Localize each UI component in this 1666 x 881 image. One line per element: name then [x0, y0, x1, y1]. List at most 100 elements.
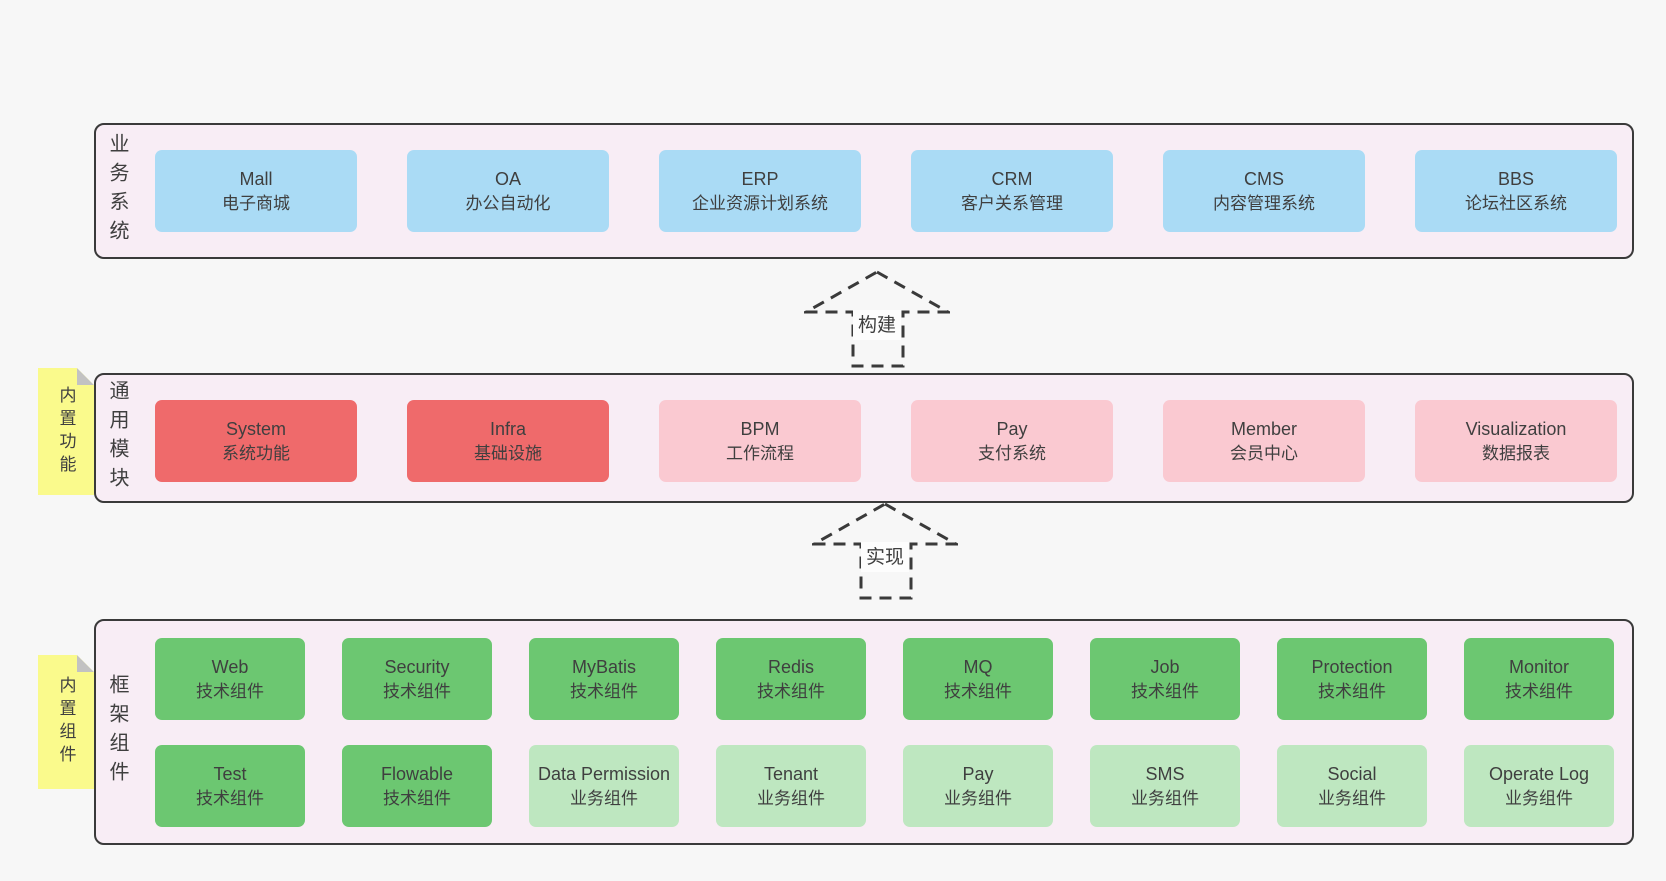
sticky-note-builtin-components-label: 内置组件 — [56, 676, 76, 768]
box-pay: Pay 支付系统 — [911, 400, 1113, 482]
box-title: Monitor — [1508, 656, 1570, 677]
box-title: OA — [494, 168, 521, 189]
box-title: Pay — [962, 763, 994, 784]
box-subtitle: 技术组件 — [383, 681, 451, 701]
sticky-note-builtin-components: 内置组件 — [38, 655, 94, 789]
box-social: Social 业务组件 — [1277, 745, 1427, 827]
box-title: Job — [1150, 656, 1180, 677]
box-subtitle: 业务组件 — [570, 788, 638, 808]
box-mybatis: MyBatis 技术组件 — [529, 638, 679, 720]
box-subtitle: 办公自动化 — [465, 193, 551, 213]
arrow-up-icon: 构建 — [804, 270, 950, 368]
box-protection: Protection 技术组件 — [1277, 638, 1427, 720]
box-title: Infra — [489, 418, 527, 439]
box-web: Web 技术组件 — [155, 638, 305, 720]
box-tenant: Tenant 业务组件 — [716, 745, 866, 827]
box-title: Mall — [239, 168, 273, 189]
box-cms: CMS 内容管理系统 — [1163, 150, 1365, 232]
box-crm: CRM 客户关系管理 — [911, 150, 1113, 232]
box-title: MQ — [963, 656, 993, 677]
box-subtitle: 技术组件 — [196, 681, 264, 701]
box-title: Data Permission — [537, 763, 671, 784]
sticky-note-builtin-features: 内置功能 — [38, 368, 94, 495]
box-subtitle: 技术组件 — [383, 788, 451, 808]
box-subtitle: 业务组件 — [1505, 788, 1573, 808]
box-title: Flowable — [380, 763, 454, 784]
folded-corner-icon — [77, 368, 94, 385]
box-subtitle: 业务组件 — [944, 788, 1012, 808]
box-subtitle: 客户关系管理 — [961, 193, 1063, 213]
box-sms: SMS 业务组件 — [1090, 745, 1240, 827]
box-title: Pay — [996, 418, 1028, 439]
box-subtitle: 技术组件 — [1318, 681, 1386, 701]
box-subtitle: 工作流程 — [726, 443, 794, 463]
box-subtitle: 技术组件 — [1505, 681, 1573, 701]
box-subtitle: 技术组件 — [944, 681, 1012, 701]
box-title: Tenant — [763, 763, 819, 784]
box-subtitle: 业务组件 — [1318, 788, 1386, 808]
box-title: ERP — [741, 168, 779, 189]
box-security: Security 技术组件 — [342, 638, 492, 720]
layer-components-label: 框架组件 — [106, 674, 128, 790]
box-title: Security — [384, 656, 450, 677]
box-test: Test 技术组件 — [155, 745, 305, 827]
box-mall: Mall 电子商城 — [155, 150, 357, 232]
box-title: Social — [1327, 763, 1377, 784]
box-title: Test — [213, 763, 247, 784]
box-oa: OA 办公自动化 — [407, 150, 609, 232]
box-subtitle: 会员中心 — [1230, 443, 1298, 463]
box-pay: Pay 业务组件 — [903, 745, 1053, 827]
box-data-permission: Data Permission 业务组件 — [529, 745, 679, 827]
arrow-label-backdrop — [853, 310, 901, 340]
box-subtitle: 技术组件 — [757, 681, 825, 701]
box-title: Visualization — [1465, 418, 1567, 439]
box-title: Redis — [767, 656, 815, 677]
arrow-build-label: 构建 — [858, 314, 896, 336]
box-subtitle: 基础设施 — [474, 443, 542, 463]
box-title: CRM — [991, 168, 1033, 189]
box-title: Member — [1230, 418, 1297, 439]
box-title: SMS — [1145, 763, 1185, 784]
layer-modules-label: 通用模块 — [106, 380, 128, 496]
box-subtitle: 业务组件 — [757, 788, 825, 808]
box-mq: MQ 技术组件 — [903, 638, 1053, 720]
folded-corner-icon — [77, 655, 94, 672]
box-title: Web — [211, 656, 249, 677]
arrow-build: 构建 — [804, 268, 950, 368]
layer-business-label: 业务系统 — [106, 133, 128, 249]
box-title: CMS — [1244, 168, 1284, 189]
box-member: Member 会员中心 — [1163, 400, 1365, 482]
box-subtitle: 论坛社区系统 — [1465, 193, 1567, 213]
arrow-up-icon: 实现 — [812, 502, 958, 600]
box-title: BPM — [740, 418, 780, 439]
box-subtitle: 内容管理系统 — [1213, 193, 1315, 213]
box-redis: Redis 技术组件 — [716, 638, 866, 720]
sticky-note-builtin-features-label: 内置功能 — [56, 385, 76, 478]
box-title: MyBatis — [571, 656, 636, 677]
box-title: System — [225, 418, 286, 439]
box-visualization: Visualization 数据报表 — [1415, 400, 1617, 482]
box-title: Protection — [1311, 656, 1393, 677]
box-monitor: Monitor 技术组件 — [1464, 638, 1614, 720]
box-subtitle: 业务组件 — [1131, 788, 1199, 808]
arrow-implement-label: 实现 — [866, 546, 904, 568]
box-subtitle: 数据报表 — [1482, 443, 1550, 463]
box-subtitle: 技术组件 — [570, 681, 638, 701]
box-title: BBS — [1497, 168, 1535, 189]
box-bpm: BPM 工作流程 — [659, 400, 861, 482]
arrow-implement: 实现 — [812, 500, 958, 600]
box-subtitle: 支付系统 — [978, 443, 1046, 463]
box-infra: Infra 基础设施 — [407, 400, 609, 482]
arrow-label-backdrop — [861, 542, 909, 572]
box-subtitle: 电子商城 — [222, 193, 290, 213]
box-subtitle: 技术组件 — [196, 788, 264, 808]
